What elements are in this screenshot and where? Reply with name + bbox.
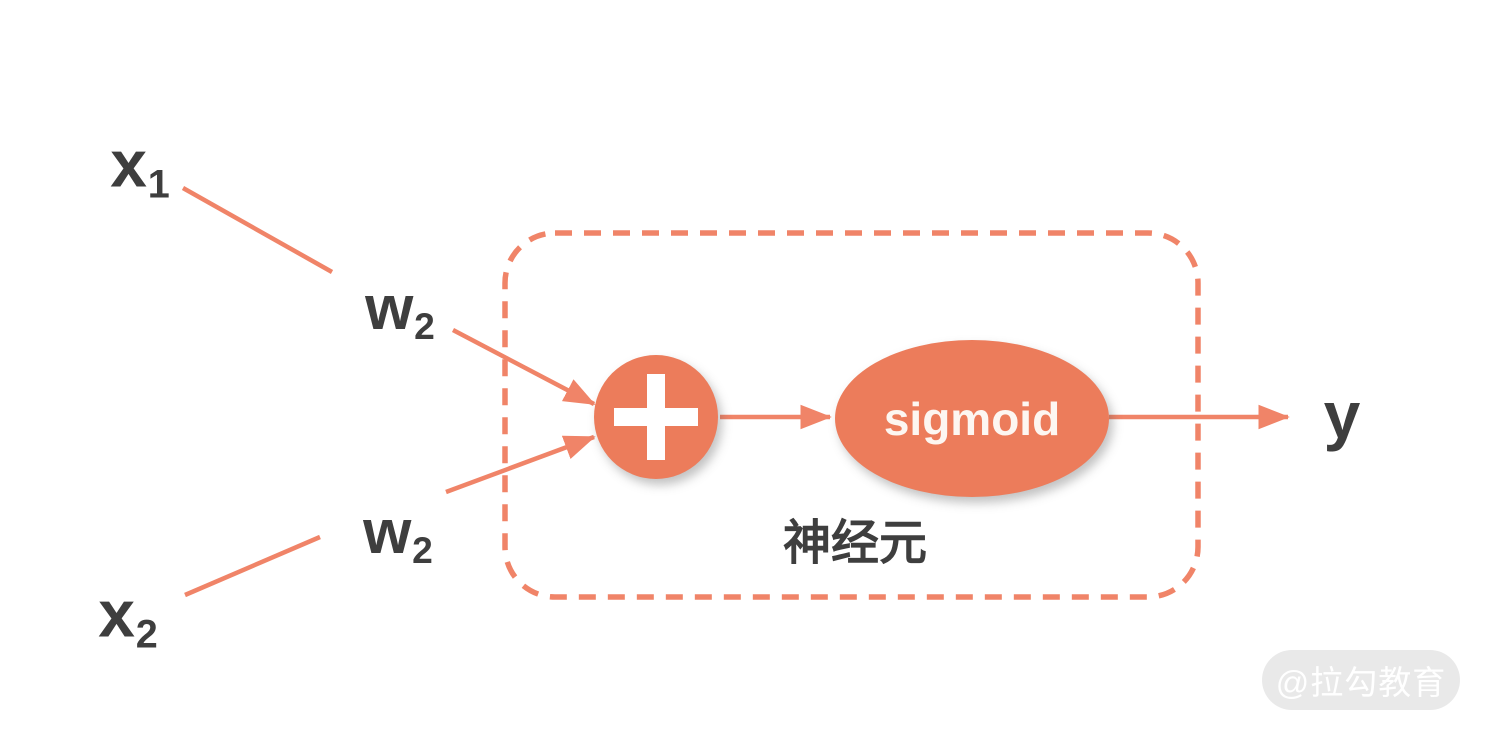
weight-arrow-top [451, 328, 596, 406]
plus-icon-vertical-bar [647, 374, 665, 460]
input-x2-subscript: 2 [135, 612, 158, 657]
input-line-x2 [184, 534, 321, 598]
weight-arrow-bottom [445, 434, 596, 495]
input-line-x1 [181, 186, 334, 274]
output-y-base: y [1323, 378, 1361, 452]
input-x2-base: x [98, 576, 135, 651]
input-x1-subscript: 1 [147, 162, 170, 207]
input-label-x1: x1 [110, 131, 170, 206]
weight-bottom-base: w [363, 498, 412, 568]
neuron-box-label: 神经元 [782, 517, 928, 570]
neuron-boundary-box [502, 230, 1201, 600]
input-x1-base: x [110, 126, 147, 201]
activation-node: sigmoid [835, 340, 1109, 497]
input-label-x2: x2 [98, 581, 158, 656]
weight-top-subscript: 2 [414, 305, 435, 348]
weight-label-bottom: w2 [363, 502, 433, 570]
output-label-y: y [1324, 382, 1361, 448]
weight-top-base: w [365, 274, 414, 344]
plus-icon [594, 355, 718, 479]
weight-label-top: w2 [365, 278, 435, 346]
activation-label: sigmoid [883, 392, 1061, 445]
weight-bottom-subscript: 2 [412, 529, 433, 572]
watermark-badge: @拉勾教育 [1262, 650, 1460, 710]
sum-node [594, 355, 718, 479]
